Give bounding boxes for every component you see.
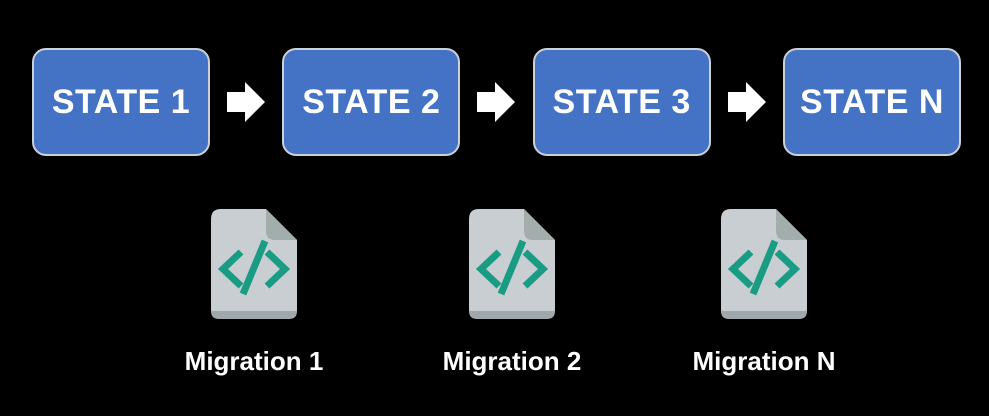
arrow-right-icon	[477, 82, 516, 122]
state-label-3: STATE 3	[552, 82, 691, 121]
state-box-3: STATE 3	[532, 48, 711, 156]
arrow-cell-1	[210, 82, 282, 122]
arrow-cell-2	[460, 82, 532, 122]
state-box-2: STATE 2	[282, 48, 461, 156]
code-file-icon	[721, 209, 807, 319]
state-box-n: STATE N	[782, 48, 961, 156]
migration-label-2: Migration 2	[442, 346, 582, 376]
migration-label-n: Migration N	[692, 346, 836, 376]
state-label-2: STATE 2	[302, 82, 441, 121]
code-file-icon	[469, 209, 555, 319]
migration-item-n: Migration N	[664, 209, 864, 377]
migration-label-1: Migration 1	[184, 346, 324, 376]
code-brackets-glyph	[475, 239, 549, 296]
state-label-n: STATE N	[800, 82, 944, 121]
migration-item-2: Migration 2	[412, 209, 612, 377]
code-brackets-glyph	[217, 239, 291, 296]
code-file-icon	[211, 209, 297, 319]
code-brackets-glyph	[727, 239, 801, 296]
state-label-1: STATE 1	[51, 82, 191, 121]
arrow-right-icon	[727, 82, 766, 122]
migration-item-1: Migration 1	[154, 209, 354, 377]
state-box-1: STATE 1	[32, 48, 210, 156]
states-row: STATE 1 STATE 2 STATE 3 STATE N	[32, 48, 961, 156]
arrow-right-icon	[227, 82, 266, 122]
arrow-cell-3	[711, 82, 783, 122]
